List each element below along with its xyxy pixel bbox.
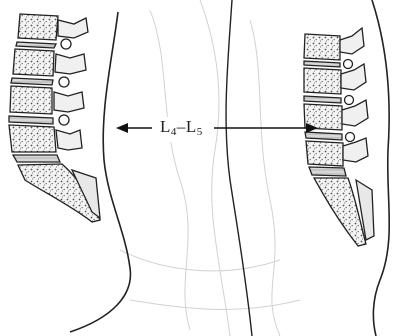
left-arrowhead (116, 123, 128, 133)
label-sub-right: 5 (197, 126, 203, 138)
label-dash: – (177, 117, 186, 136)
l4-l5-level-label: L4–L5 (158, 117, 205, 142)
label-main-right: L (186, 117, 197, 136)
right-spine (226, 0, 389, 336)
left-spine (9, 12, 130, 332)
background-sketch (120, 0, 300, 336)
label-main-left: L (160, 117, 171, 136)
